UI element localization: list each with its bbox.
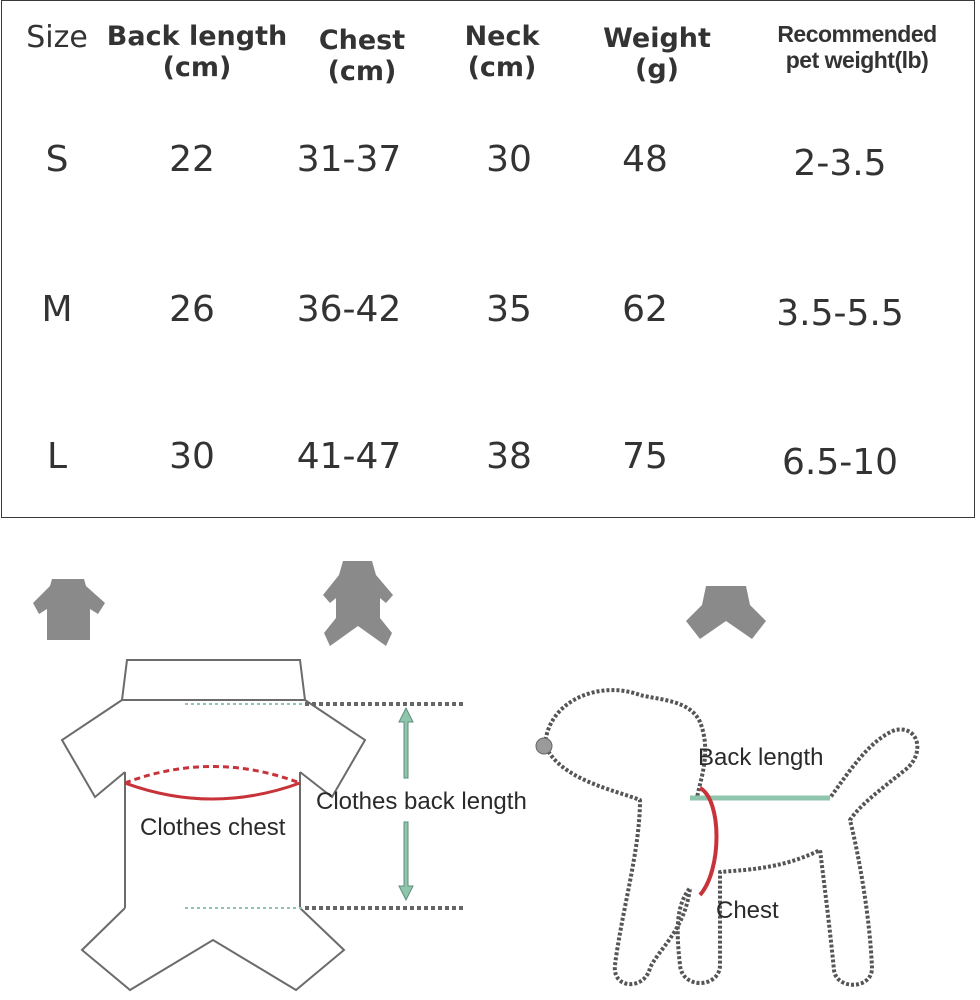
shirt-front-icon: [33, 579, 105, 640]
header-recommended-pet-weight: Recommended pet weight(lb): [777, 21, 937, 74]
header-neck: Neck (cm): [464, 21, 540, 84]
cell-size: S: [45, 139, 69, 180]
cell-weight: 62: [622, 289, 668, 330]
header-chest: Chest (cm): [318, 25, 406, 88]
cell-weight: 75: [622, 436, 668, 477]
cell-weight: 48: [622, 139, 668, 180]
dog-suit-icon: [323, 561, 393, 646]
header-weight: Weight (g): [603, 23, 711, 86]
cell-size: L: [46, 436, 68, 477]
dog-back-length-label: Back length: [698, 744, 823, 771]
cell-neck: 35: [486, 289, 532, 330]
pants-icon: [686, 586, 766, 639]
cell-pet-weight: 6.5-10: [781, 442, 899, 483]
cell-chest: 41-47: [296, 436, 402, 477]
cell-chest: 36-42: [296, 289, 402, 330]
header-back-length: Back length (cm): [106, 21, 288, 84]
clothes-chest-label: Clothes chest: [140, 814, 286, 841]
dog-chest-label: Chest: [716, 897, 779, 924]
measurement-diagram: Clothes chest Clothes back length Back l…: [33, 561, 920, 992]
cell-back-length: 30: [169, 436, 215, 477]
clothes-back-length-label: Clothes back length: [316, 788, 527, 815]
cell-back-length: 26: [169, 289, 215, 330]
cell-size: M: [41, 289, 73, 330]
clothes-outline: [60, 659, 367, 992]
back-length-guides: [185, 702, 465, 910]
cell-pet-weight: 2-3.5: [793, 143, 887, 184]
clothes-chest-marker: [124, 765, 301, 801]
dog-outline: [543, 688, 920, 987]
cell-neck: 30: [486, 139, 532, 180]
dog-chest-marker: [698, 786, 719, 897]
dog-nose-icon: [535, 737, 553, 755]
size-table: Size Back length (cm) Chest (cm) Neck (c…: [1, 0, 975, 518]
back-length-arrows: [398, 706, 414, 902]
cell-neck: 38: [486, 436, 532, 477]
cell-pet-weight: 3.5-5.5: [776, 293, 904, 334]
cell-back-length: 22: [169, 139, 215, 180]
header-size: Size: [26, 20, 88, 55]
cell-chest: 31-37: [296, 139, 402, 180]
